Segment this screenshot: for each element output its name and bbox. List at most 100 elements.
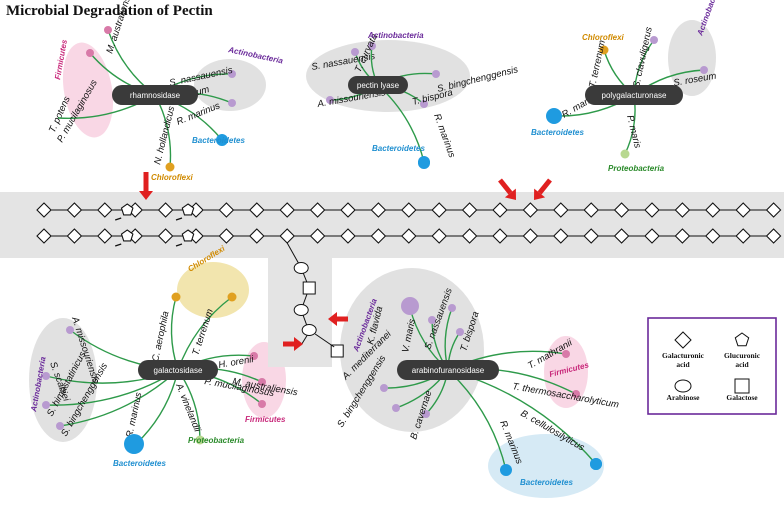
species-node [500,464,512,476]
species-node [456,328,464,336]
galacturonic-acid-unit [97,202,113,218]
taxon-bubble-firmicutes [62,42,114,138]
galacturonic-acid-unit [401,202,417,218]
species-node [86,49,94,57]
cleavage-arrow-galactosidase [283,337,303,351]
species-node [422,410,430,418]
legend-label: acid [735,360,749,369]
taxon-bubble-firmicutes [544,336,588,408]
species-node [420,100,428,108]
branch-line [170,296,179,371]
species-node [448,304,456,312]
phylum-tag: Proteobacteria [188,436,245,445]
species-node [392,404,400,412]
galacturonic-acid-unit [735,202,751,218]
phylum-tag: Bacteroidetes [372,144,425,153]
enzyme-name: arabinofuranosidase [412,366,485,375]
enzyme-name: galactosidase [154,366,203,375]
pectin-chain-layer [0,172,784,367]
arrow-head [294,337,303,351]
species-label: S. clavuligerus [631,26,655,89]
species-node [351,48,359,56]
species-node [432,70,440,78]
species-node [171,292,181,302]
species-label: T. terrenum [190,308,215,357]
galacturonic-acid-unit [492,202,508,218]
species-label: T. terrenum [587,39,608,89]
galacturonic-acid-unit [461,228,478,244]
legend-diamond-icon [674,331,692,349]
taxon-label-actinobacteria: Actinobacteria [367,31,424,40]
galacturonic-acid-unit [340,228,356,244]
enzyme-pill [112,85,198,105]
species-node [258,378,266,386]
galacturonic-acid-unit [218,228,235,244]
legend-frame [647,317,777,415]
bacteroidetes-node [590,458,602,470]
galacturonic-acid-unit [735,228,751,244]
taxon-bubble-bacteroidetes [488,434,604,498]
galacturonic-acid-unit [644,228,660,244]
enzyme-pill [585,85,683,105]
glucuronic-acid-unit [181,229,195,242]
galacturonic-acid-unit [36,228,52,244]
enzyme-name: polygalacturonase [602,91,667,100]
side-chain-link [314,333,335,348]
legend-square-icon [734,378,750,394]
galacturonic-acid-unit [553,228,569,244]
species-node [227,292,237,302]
galacturonic-acid-unit [674,228,691,244]
taxon-bubble-chloroflexi [177,262,249,318]
glucuronic-acid-unit [120,229,134,242]
linkage-mark [114,217,122,221]
cleavage-arrow-polygalacturonase [498,178,516,200]
galacturonic-acid-unit [370,228,387,244]
bacteroidetes-node [546,108,562,124]
arabinose-unit [301,324,317,336]
taxon-bubble-actinobacteria [340,268,484,432]
galacturonic-acid-unit [583,228,599,244]
legend-label: Arabinose [667,393,701,402]
linkage-mark [175,217,183,221]
species-node [42,372,50,380]
phylum-tag: Chloroflexi [151,173,194,182]
galacturonic-acid-unit [218,202,235,218]
galacturonic-acid-unit [492,228,508,244]
galacturonic-acid-unit [370,202,387,218]
species-node [599,45,609,55]
species-node [258,400,266,408]
species-label: R. marinus [431,112,457,159]
species-node [650,36,658,44]
legend-label: Galactose [726,393,758,402]
species-node [250,352,258,360]
species-node [228,70,236,78]
galacturonic-acid-unit [674,202,691,218]
phylum-tag: Bacteroidetes [113,459,166,468]
galactose-unit [302,281,316,295]
legend-label: Galacturonic [662,351,705,360]
galacturonic-acid-unit [309,228,326,244]
galacturonic-acid-unit [644,202,660,218]
galacturonic-acid-unit [613,202,630,218]
diagram-title: Microbial Degradation of Pectin [6,3,213,19]
species-node [368,42,376,50]
species-label: N. hollandicus [152,105,177,166]
galacturonic-acid-unit [553,202,569,218]
enzyme-name: rhamnosidase [130,91,181,100]
enzyme-pill [397,360,499,380]
chain-band [0,192,784,258]
taxon-label-bacteroidetes: Bacteroidetes [520,478,573,487]
species-node [700,66,708,74]
galacturonic-acid-unit [613,228,630,244]
galacturonic-acid-unit [461,202,478,218]
bacteroidetes-large-node [124,434,144,454]
galacturonic-acid-unit [309,202,326,218]
species-node [428,316,436,324]
phylum-tag: Bacteroidetes [531,128,584,137]
species-node [228,99,236,107]
species-node [620,149,630,159]
species-node [165,162,175,172]
